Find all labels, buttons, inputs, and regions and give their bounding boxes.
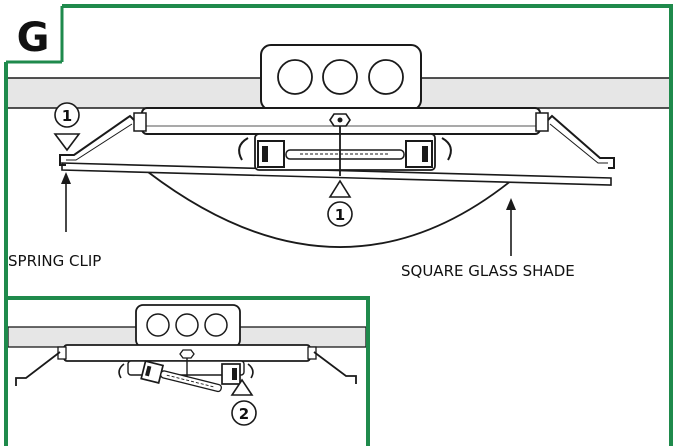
up-arrowhead-icon — [230, 378, 254, 396]
up-arrowhead-icon — [328, 179, 352, 198]
main-panel: 1 1 SPRING CLIP SQUARE GLASS SHADE — [5, 44, 672, 280]
inset-bracket-hook — [247, 363, 254, 379]
arrowhead-icon — [506, 198, 516, 210]
main-frame — [4, 4, 673, 446]
inset-lamp-socket-left — [140, 360, 165, 384]
bracket-hook-left — [238, 137, 249, 161]
inset-lamp-filament — [166, 374, 216, 388]
inset-knockout-hole — [175, 313, 199, 337]
knockout-hole — [322, 59, 358, 95]
knockout-hole — [368, 59, 404, 95]
knockout-hole — [277, 59, 313, 95]
glass-shade-bowl — [147, 171, 513, 248]
socket-contact — [422, 146, 428, 162]
lamp-socket-left — [257, 140, 285, 168]
inset-center-nut — [179, 349, 195, 359]
step-marker-1-center — [327, 201, 353, 227]
arrowhead-icon — [61, 172, 71, 184]
inset-spring-clip-right — [313, 351, 357, 384]
square-glass-shade-label: SQUARE GLASS SHADE — [401, 262, 575, 280]
spring-clip-left — [59, 114, 135, 166]
inset-knockout-hole — [146, 313, 170, 337]
inset-bracket-hook — [118, 363, 125, 379]
socket-contact — [262, 146, 268, 162]
inset-frame — [6, 296, 370, 446]
glass-shade-rim — [61, 162, 612, 186]
spring-clip-right-inner — [549, 123, 608, 164]
inset-socket-contact — [145, 365, 152, 377]
inset-socket-contact — [232, 368, 237, 380]
center-nut-hole — [337, 117, 343, 123]
spring-clip-left-inner — [66, 123, 133, 161]
bracket-hook-right — [441, 137, 452, 161]
step-marker-2 — [231, 400, 257, 426]
crossbar-nut — [133, 112, 147, 132]
lamp-socket-right — [405, 140, 433, 168]
crossbar-nut — [535, 112, 549, 132]
panel-frames: G — [4, 4, 673, 446]
down-arrowhead-icon — [53, 133, 81, 152]
inset-panel: 2 — [6, 298, 368, 446]
step-marker-2-label: 2 — [239, 405, 249, 423]
step-marker-1-center-label: 1 — [335, 206, 345, 224]
inset-spring-clip-left — [15, 351, 61, 386]
inset-knockout-hole — [204, 313, 228, 337]
panel-letter-tab — [4, 4, 62, 62]
step-marker-1-top-label: 1 — [62, 107, 72, 125]
step-marker-1-top — [54, 102, 80, 128]
panel-letter: G — [17, 15, 50, 61]
spring-clip-label: SPRING CLIP — [8, 252, 101, 270]
spring-clip-right — [547, 114, 615, 169]
inset-lamp-socket-right — [221, 363, 241, 385]
inset-lamp-removal — [140, 360, 222, 393]
